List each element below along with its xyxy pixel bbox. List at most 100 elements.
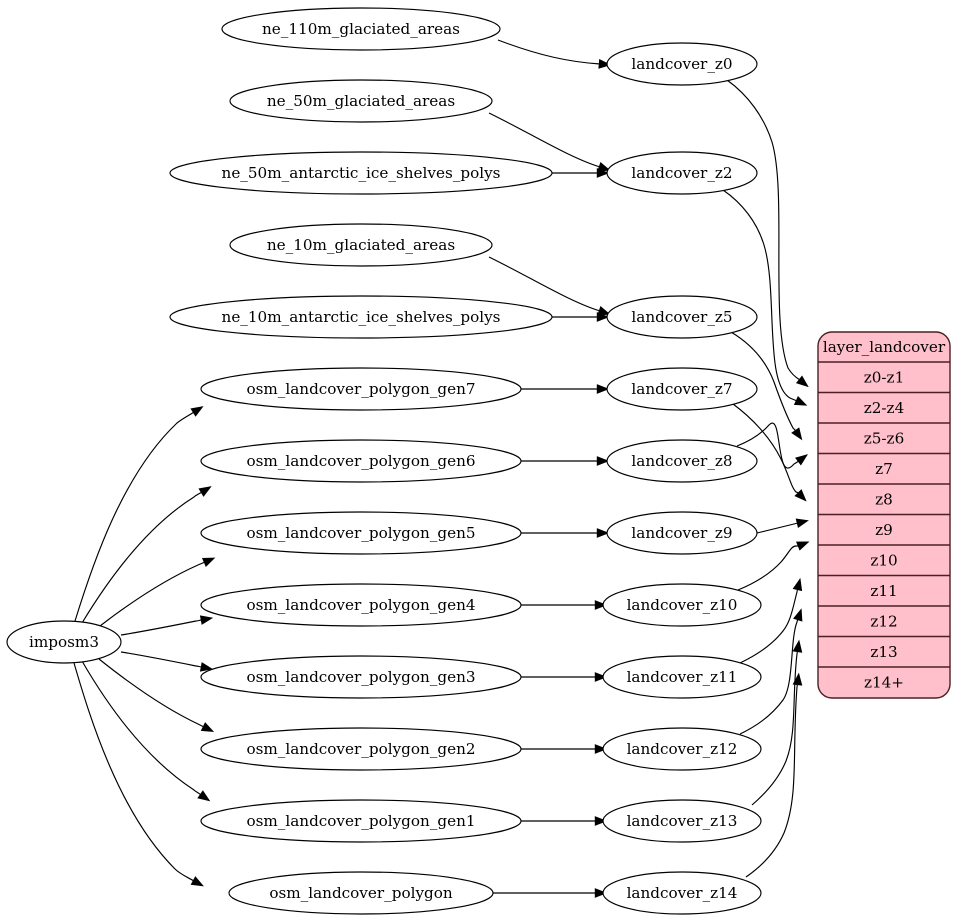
node-ellipse[interactable] bbox=[6, 620, 122, 664]
source-node-ne110[interactable]: ne_110m_glaciated_areas bbox=[221, 7, 501, 51]
edge-line bbox=[120, 651, 203, 668]
record-row-z5-z6[interactable]: z5-z6 bbox=[818, 423, 950, 454]
record-row-label: z13 bbox=[870, 643, 897, 661]
arrow-head-icon bbox=[791, 427, 803, 441]
node-ellipse[interactable] bbox=[602, 655, 762, 699]
source-node-gen1[interactable]: osm_landcover_polygon_gen1 bbox=[200, 799, 522, 843]
record-row-z10[interactable]: z10 bbox=[818, 545, 950, 576]
record-row-label: z10 bbox=[870, 551, 897, 569]
edge-z0-to-r0 bbox=[726, 79, 809, 388]
record-row-z0-z1[interactable]: z0-z1 bbox=[818, 362, 950, 393]
edge-z13-to-r9 bbox=[751, 639, 803, 806]
arrow-head-icon bbox=[597, 162, 611, 172]
node-ellipse[interactable] bbox=[606, 151, 758, 195]
root-node-imposm3[interactable]: imposm3 bbox=[6, 620, 122, 664]
node-ellipse[interactable] bbox=[606, 439, 758, 483]
edge-ne50a-to-z2 bbox=[552, 168, 610, 178]
record-row-z9[interactable]: z9 bbox=[818, 515, 950, 546]
record-row-z11[interactable]: z11 bbox=[818, 576, 950, 607]
record-row-label: z12 bbox=[870, 612, 897, 630]
edge-line bbox=[74, 411, 195, 622]
record-row-label: z9 bbox=[875, 521, 893, 539]
mid-node-z9[interactable]: landcover_z9 bbox=[606, 511, 758, 555]
mid-node-z10[interactable]: landcover_z10 bbox=[602, 583, 762, 627]
node-ellipse[interactable] bbox=[200, 511, 522, 555]
source-node-ne10g[interactable]: ne_10m_glaciated_areas bbox=[229, 223, 493, 267]
node-ellipse[interactable] bbox=[200, 439, 522, 483]
node-ellipse[interactable] bbox=[606, 367, 758, 411]
arrow-head-icon bbox=[199, 662, 214, 672]
node-label: osm_landcover_polygon_gen1 bbox=[246, 812, 475, 830]
record-row-label: z14+ bbox=[864, 673, 904, 691]
mid-node-z13[interactable]: landcover_z13 bbox=[602, 799, 762, 843]
source-node-gen7[interactable]: osm_landcover_polygon_gen7 bbox=[200, 367, 522, 411]
record-row-label: z8 bbox=[875, 490, 893, 508]
source-node-gen3[interactable]: osm_landcover_polygon_gen3 bbox=[200, 655, 522, 699]
arrow-head-icon bbox=[793, 396, 808, 406]
arrow-head-icon bbox=[795, 375, 809, 388]
source-node-gen0[interactable]: osm_landcover_polygon bbox=[228, 871, 494, 915]
node-label: landcover_z7 bbox=[631, 380, 732, 398]
record-row-z12[interactable]: z12 bbox=[818, 606, 950, 637]
source-node-ne50a[interactable]: ne_50m_antarctic_ice_shelves_polys bbox=[169, 151, 553, 195]
edge-z5-to-r2 bbox=[730, 331, 803, 441]
node-ellipse[interactable] bbox=[602, 799, 762, 843]
node-ellipse[interactable] bbox=[169, 151, 553, 195]
node-ellipse[interactable] bbox=[602, 871, 762, 915]
edge-ne10a-to-z5 bbox=[552, 312, 610, 322]
source-node-gen6[interactable]: osm_landcover_polygon_gen6 bbox=[200, 439, 522, 483]
node-ellipse[interactable] bbox=[200, 727, 522, 771]
arrow-head-icon bbox=[795, 454, 808, 466]
record-row-label: z0-z1 bbox=[864, 368, 904, 386]
node-ellipse[interactable] bbox=[229, 79, 493, 123]
edge-gen7-to-z7 bbox=[521, 384, 610, 394]
source-node-gen2[interactable]: osm_landcover_polygon_gen2 bbox=[200, 727, 522, 771]
node-ellipse[interactable] bbox=[200, 799, 522, 843]
mid-node-z0[interactable]: landcover_z0 bbox=[606, 42, 758, 86]
node-ellipse[interactable] bbox=[229, 223, 493, 267]
mid-node-z11[interactable]: landcover_z11 bbox=[602, 655, 762, 699]
arrow-head-icon bbox=[597, 306, 611, 316]
node-label: osm_landcover_polygon_gen5 bbox=[246, 524, 475, 542]
edge-gen0-to-z14 bbox=[493, 888, 608, 898]
record-row-z7[interactable]: z7 bbox=[818, 454, 950, 485]
node-ellipse[interactable] bbox=[606, 295, 758, 339]
arrow-head-icon bbox=[594, 744, 608, 754]
node-ellipse[interactable] bbox=[606, 511, 758, 555]
mid-node-z8[interactable]: landcover_z8 bbox=[606, 439, 758, 483]
node-label: imposm3 bbox=[29, 633, 99, 651]
mid-node-z5[interactable]: landcover_z5 bbox=[606, 295, 758, 339]
node-ellipse[interactable] bbox=[602, 583, 762, 627]
source-node-ne50g[interactable]: ne_50m_glaciated_areas bbox=[229, 79, 493, 123]
mid-node-z7[interactable]: landcover_z7 bbox=[606, 367, 758, 411]
edge-z14-to-r10 bbox=[745, 672, 803, 878]
node-ellipse[interactable] bbox=[169, 295, 553, 339]
node-label: ne_50m_glaciated_areas bbox=[267, 92, 455, 110]
arrow-head-icon bbox=[198, 486, 212, 497]
arrow-head-icon bbox=[199, 615, 214, 625]
record-row-z14-[interactable]: z14+ bbox=[818, 667, 950, 698]
edge-line bbox=[81, 491, 203, 624]
mid-node-z14[interactable]: landcover_z14 bbox=[602, 871, 762, 915]
mid-node-z12[interactable]: landcover_z12 bbox=[602, 727, 762, 771]
node-ellipse[interactable] bbox=[221, 7, 501, 51]
node-ellipse[interactable] bbox=[200, 367, 522, 411]
node-label: ne_10m_glaciated_areas bbox=[267, 236, 455, 254]
node-ellipse[interactable] bbox=[602, 727, 762, 771]
source-node-gen4[interactable]: osm_landcover_polygon_gen4 bbox=[200, 583, 522, 627]
node-ellipse[interactable] bbox=[228, 871, 494, 915]
record-title: layer_landcover bbox=[823, 338, 946, 356]
record-row-z13[interactable]: z13 bbox=[818, 637, 950, 668]
edge-line bbox=[739, 588, 799, 664]
node-ellipse[interactable] bbox=[200, 655, 522, 699]
node-ellipse[interactable] bbox=[200, 583, 522, 627]
source-node-gen5[interactable]: osm_landcover_polygon_gen5 bbox=[200, 511, 522, 555]
source-node-ne10a[interactable]: ne_10m_antarctic_ice_shelves_polys bbox=[169, 295, 553, 339]
node-ellipse[interactable] bbox=[606, 42, 758, 86]
edge-ne10g-to-z5 bbox=[488, 256, 611, 316]
mid-node-z2[interactable]: landcover_z2 bbox=[606, 151, 758, 195]
record-row-z8[interactable]: z8 bbox=[818, 484, 950, 515]
record-row-z2-z4[interactable]: z2-z4 bbox=[818, 393, 950, 424]
